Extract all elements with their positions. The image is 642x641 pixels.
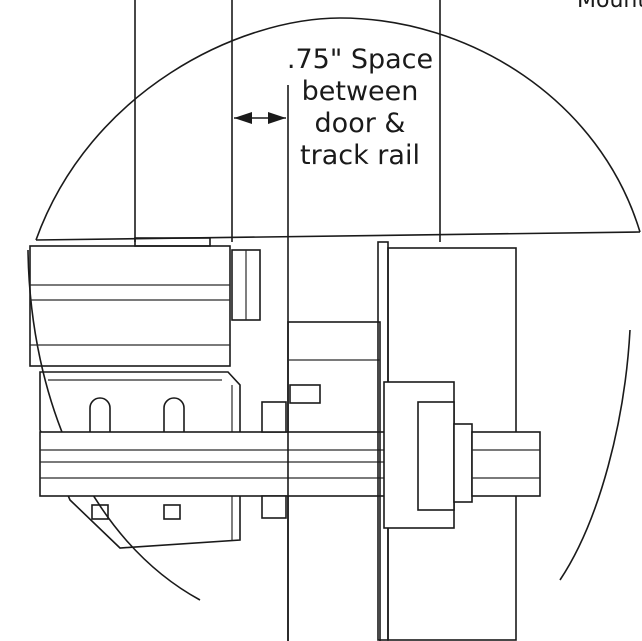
dimension-arrow-right [268,112,286,124]
door-panel [29,245,231,367]
annotation-line-3: door & [314,108,406,139]
axle-shaft [39,431,391,497]
nut-left [261,401,287,433]
mount-label: Mount [577,0,642,13]
slot-2 [163,397,185,432]
door-top-strip [134,237,211,247]
square-hole-1 [91,504,109,520]
detail-circle-lower-arc [27,249,201,601]
detail-circle-lower-right-arc [559,329,631,581]
axle-extension [471,431,541,497]
slot-1 [89,397,111,432]
bolt-head [289,384,321,404]
dimension-arrow-left [234,112,252,124]
roller-inner [417,401,455,511]
annotation-line-2: between [301,76,419,107]
roller-cap [453,423,473,503]
square-hole-2 [163,504,181,520]
nut-left-lower [261,495,287,519]
space-annotation: .75" Space between door & track rail [270,44,450,172]
annotation-line-4: track rail [300,140,420,171]
detail-circle-chord [35,231,641,241]
track-rail-block [287,321,381,641]
annotation-line-1: .75" Space [286,44,434,75]
detail-circle-arc [35,17,641,241]
